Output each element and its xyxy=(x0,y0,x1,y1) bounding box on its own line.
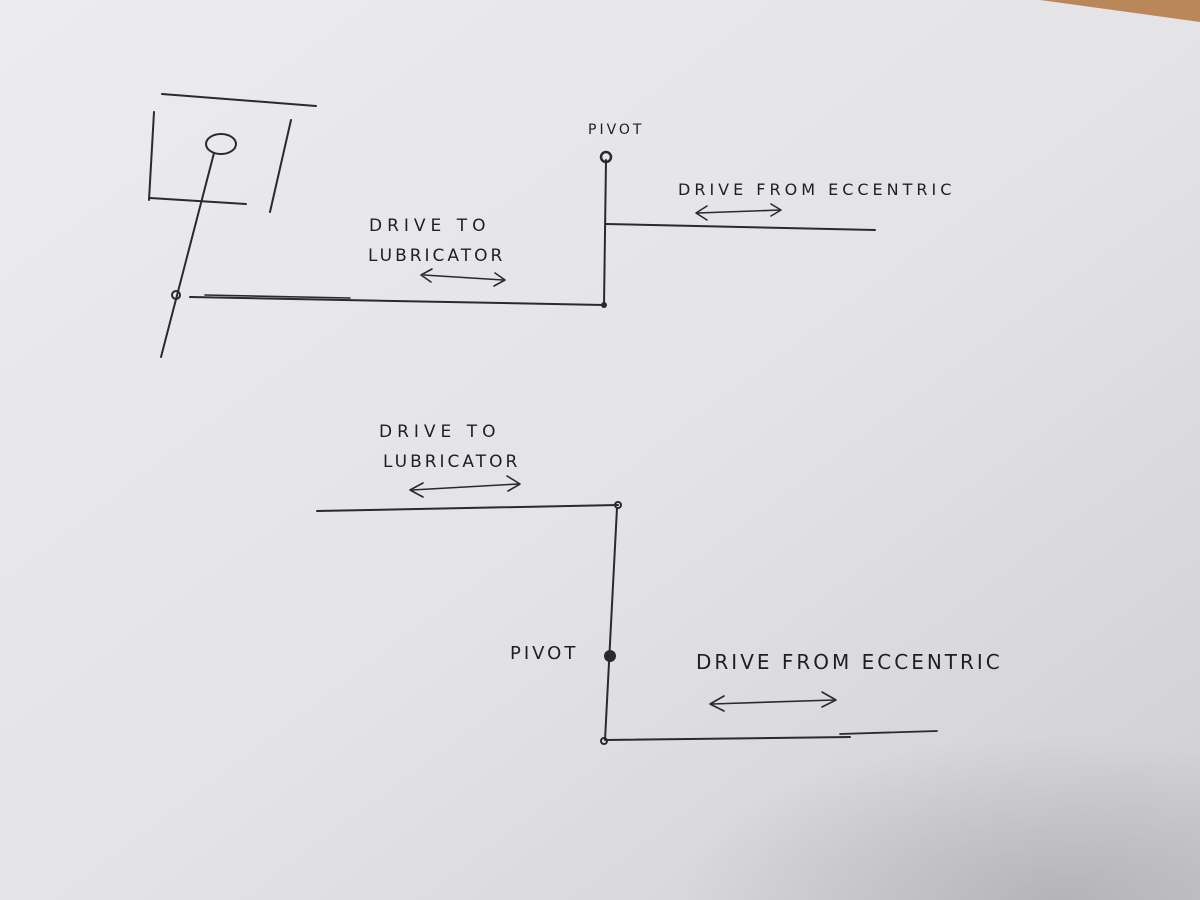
lower-lubricator-label-line2: LUBRICATOR xyxy=(383,454,520,471)
upper-lubricator-label-line1: DRIVE TO xyxy=(369,218,490,235)
upper-pivot-label: PIVOT xyxy=(588,123,644,137)
upper-lubricator-label-line2: LUBRICATOR xyxy=(368,248,505,265)
lower-pivot-point xyxy=(604,650,616,662)
lower-eccentric-label: DRIVE FROM ECCENTRIC xyxy=(696,652,1003,672)
upper-eccentric-label: DRIVE FROM ECCENTRIC xyxy=(678,182,955,198)
lower-pivot-label: PIVOT xyxy=(510,645,578,663)
hand-shadow xyxy=(500,600,1200,900)
upper-lower-joint xyxy=(601,302,607,308)
lower-lubricator-label-line1: DRIVE TO xyxy=(379,424,500,441)
